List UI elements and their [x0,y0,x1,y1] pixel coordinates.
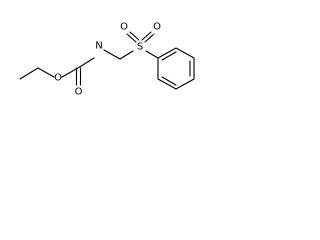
atom-sulfonyl-oxygen-right: O [153,22,161,33]
bond-s-o-right-b [144,33,155,43]
bond-s-o-left-b [129,31,140,41]
phenyl-inner-bond-bottom [161,76,177,86]
atom-sulfonyl-oxygen-left: O [120,22,128,33]
atom-nitrogen: N [95,41,102,52]
bond-s-o-right-a [141,31,152,41]
chemical-structure-diagram: O O N S O O [19,22,195,98]
bond-s-o-left-a [126,33,137,43]
bond-ester-o-carbonyl-c [61,67,79,78]
bond-ethyl-ch2-o [37,67,55,78]
bond-ethyl-ch3-ch2 [19,67,39,80]
bond-s-phenyl [145,50,159,59]
phenyl-ring [157,47,195,90]
atom-ester-oxygen: O [54,73,62,84]
atom-sulfur: S [137,42,143,53]
bond-ch2-s [119,50,134,60]
phenyl-inner-bond-top [161,51,177,61]
bond-n-ch2 [103,49,121,60]
atom-carbonyl-oxygen: O [75,87,83,98]
bond-carbonyl-c-n [77,57,95,69]
